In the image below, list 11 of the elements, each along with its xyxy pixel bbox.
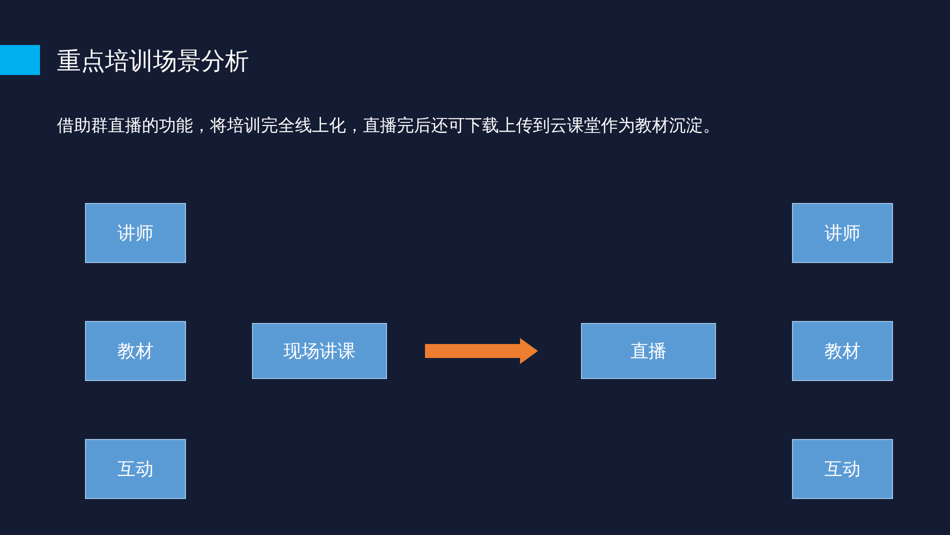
arrow <box>425 338 538 364</box>
process-box: 直播 <box>581 323 716 379</box>
process-box: 现场讲课 <box>252 323 387 379</box>
title: 重点培训场景分析 <box>57 46 249 77</box>
process-box: 讲师 <box>85 203 186 263</box>
process-box: 讲师 <box>792 203 893 263</box>
description-text: 借助群直播的功能，将培训完全线上化，直播完后还可下载上传到云课堂作为教材沉淀。 <box>57 115 720 137</box>
process-box: 教材 <box>792 321 893 381</box>
process-box: 互动 <box>792 439 893 499</box>
process-box: 互动 <box>85 439 186 499</box>
process-box: 教材 <box>85 321 186 381</box>
